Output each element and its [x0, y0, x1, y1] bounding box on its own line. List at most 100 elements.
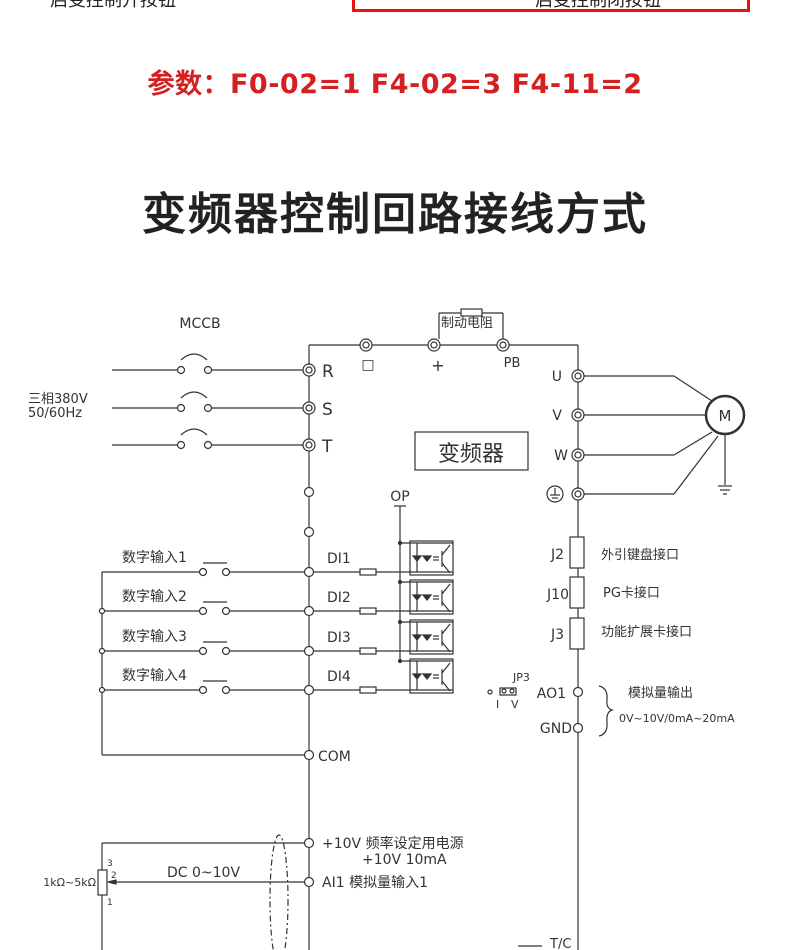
switch-contact	[221, 606, 231, 616]
optocoupler-icon	[409, 658, 454, 694]
connector-j2	[569, 536, 585, 569]
terminal-u-label: U	[552, 369, 562, 385]
digital-input-label: 数字输入3	[122, 629, 187, 645]
earth-symbol-icon	[546, 485, 564, 503]
di-terminal	[303, 684, 315, 696]
optocoupler-icon	[409, 540, 454, 576]
connector-j10	[569, 576, 585, 609]
gnd-label: GND	[540, 721, 572, 737]
breaker-s	[112, 391, 304, 413]
potentiometer	[97, 869, 108, 896]
di-terminal-label: DI3	[327, 630, 351, 646]
brake-resistor	[438, 308, 504, 339]
terminal-pe	[571, 487, 585, 501]
terminal-r	[302, 363, 316, 377]
di-terminal-label: DI2	[327, 590, 351, 606]
analog-output-title: 模拟量输出	[628, 685, 693, 701]
jp3-v-label: V	[511, 698, 519, 711]
digital-input-row: 数字输入2 DI2	[98, 579, 454, 617]
terminal-dc-minus	[359, 338, 373, 352]
di-terminal	[303, 605, 315, 617]
digital-input-row: 数字输入4 DI4	[98, 658, 454, 696]
parameter-settings: 参数：F0-02=1 F4-02=3 F4-11=2	[147, 69, 643, 100]
brace-icon	[598, 685, 614, 737]
j10-desc: PG卡接口	[603, 585, 660, 601]
brake-resistor-label: 制动电阻	[441, 316, 493, 331]
input-resistor	[359, 647, 377, 655]
op-label: OP	[390, 489, 409, 505]
gnd-terminal	[572, 722, 584, 734]
inverter-label: 变频器	[438, 442, 504, 467]
j10-label: J10	[546, 587, 569, 603]
dc-minus-label: □	[361, 357, 374, 373]
switch-contact	[221, 567, 231, 577]
connector-j3	[569, 617, 585, 650]
breaker-r	[112, 353, 304, 375]
di-terminal	[303, 645, 315, 657]
ref-supply-label: +10V 频率设定用电源	[322, 835, 464, 852]
terminal-s	[302, 401, 316, 415]
top-left-caption: 启变控制开按钮	[50, 0, 176, 11]
pb-label: PB	[504, 356, 521, 371]
com-label: COM	[318, 749, 351, 765]
ref-10v-terminal	[303, 837, 315, 849]
highlight-box	[352, 0, 750, 12]
switch-contact	[221, 646, 231, 656]
terminal-t-label: T	[321, 437, 333, 457]
shielded-cable-icon	[269, 834, 289, 950]
terminal-u	[571, 369, 585, 383]
di-terminal-label: DI4	[327, 669, 351, 685]
digital-input-label: 数字输入1	[122, 550, 187, 566]
com-terminal	[303, 749, 315, 761]
optocoupler-icon	[409, 579, 454, 615]
terminal-pb	[496, 338, 510, 352]
j2-desc: 外引键盘接口	[601, 547, 679, 563]
ao1-label: AO1	[537, 686, 566, 702]
supply-frequency-label: 50/60Hz	[28, 406, 82, 421]
pot-pin-3: 3	[107, 859, 113, 869]
switch-contact	[198, 646, 208, 656]
supply-voltage-label: 三相380V	[28, 392, 88, 407]
breaker-t	[112, 428, 304, 450]
digital-input-row: 数字输入3 DI3	[98, 619, 454, 657]
jp3-i-label: I	[496, 698, 499, 711]
motor-ground-icon	[718, 434, 732, 495]
digital-input-label: 数字输入2	[122, 589, 187, 605]
dc-plus-label: +	[431, 356, 444, 375]
di-terminal-label: DI1	[327, 551, 351, 567]
digital-input-label: 数字输入4	[122, 668, 187, 684]
switch-contact	[221, 685, 231, 695]
terminal-v	[571, 408, 585, 422]
terminal-dc-plus	[427, 338, 441, 352]
digital-input-row: 数字输入1 DI1	[102, 540, 454, 578]
terminal-v-label: V	[552, 408, 562, 424]
page-title: 变频器控制回路接线方式	[142, 189, 648, 240]
motor-label: M	[719, 407, 732, 425]
terminal-w-label: W	[554, 448, 568, 464]
analog-output-range: 0V~10V/0mA~20mA	[619, 712, 735, 725]
jp3-jumper-icon	[487, 687, 517, 696]
ai1-label: AI1 模拟量输入1	[322, 875, 428, 891]
terminal-s-label: S	[322, 400, 333, 420]
ai1-terminal	[303, 876, 315, 888]
switch-contact	[198, 567, 208, 577]
mccb-label: MCCB	[179, 316, 220, 332]
input-resistor	[359, 686, 377, 694]
tc-label: T/C	[549, 937, 571, 950]
terminal-r-label: R	[322, 362, 334, 382]
pot-pin-2: 2	[111, 871, 117, 881]
pot-pin-1: 1	[107, 898, 113, 908]
dc-range-label: DC 0~10V	[167, 865, 240, 881]
j3-desc: 功能扩展卡接口	[601, 624, 692, 640]
aux-terminal-1	[303, 486, 315, 498]
input-resistor	[359, 607, 377, 615]
optocoupler-icon	[409, 619, 454, 655]
aux-terminal-2	[303, 526, 315, 538]
switch-contact	[198, 685, 208, 695]
terminal-t	[302, 438, 316, 452]
top-right-caption: 启变控制闭按钮	[535, 0, 661, 11]
input-resistor	[359, 568, 377, 576]
di-terminal	[303, 566, 315, 578]
ao1-terminal	[572, 686, 584, 698]
